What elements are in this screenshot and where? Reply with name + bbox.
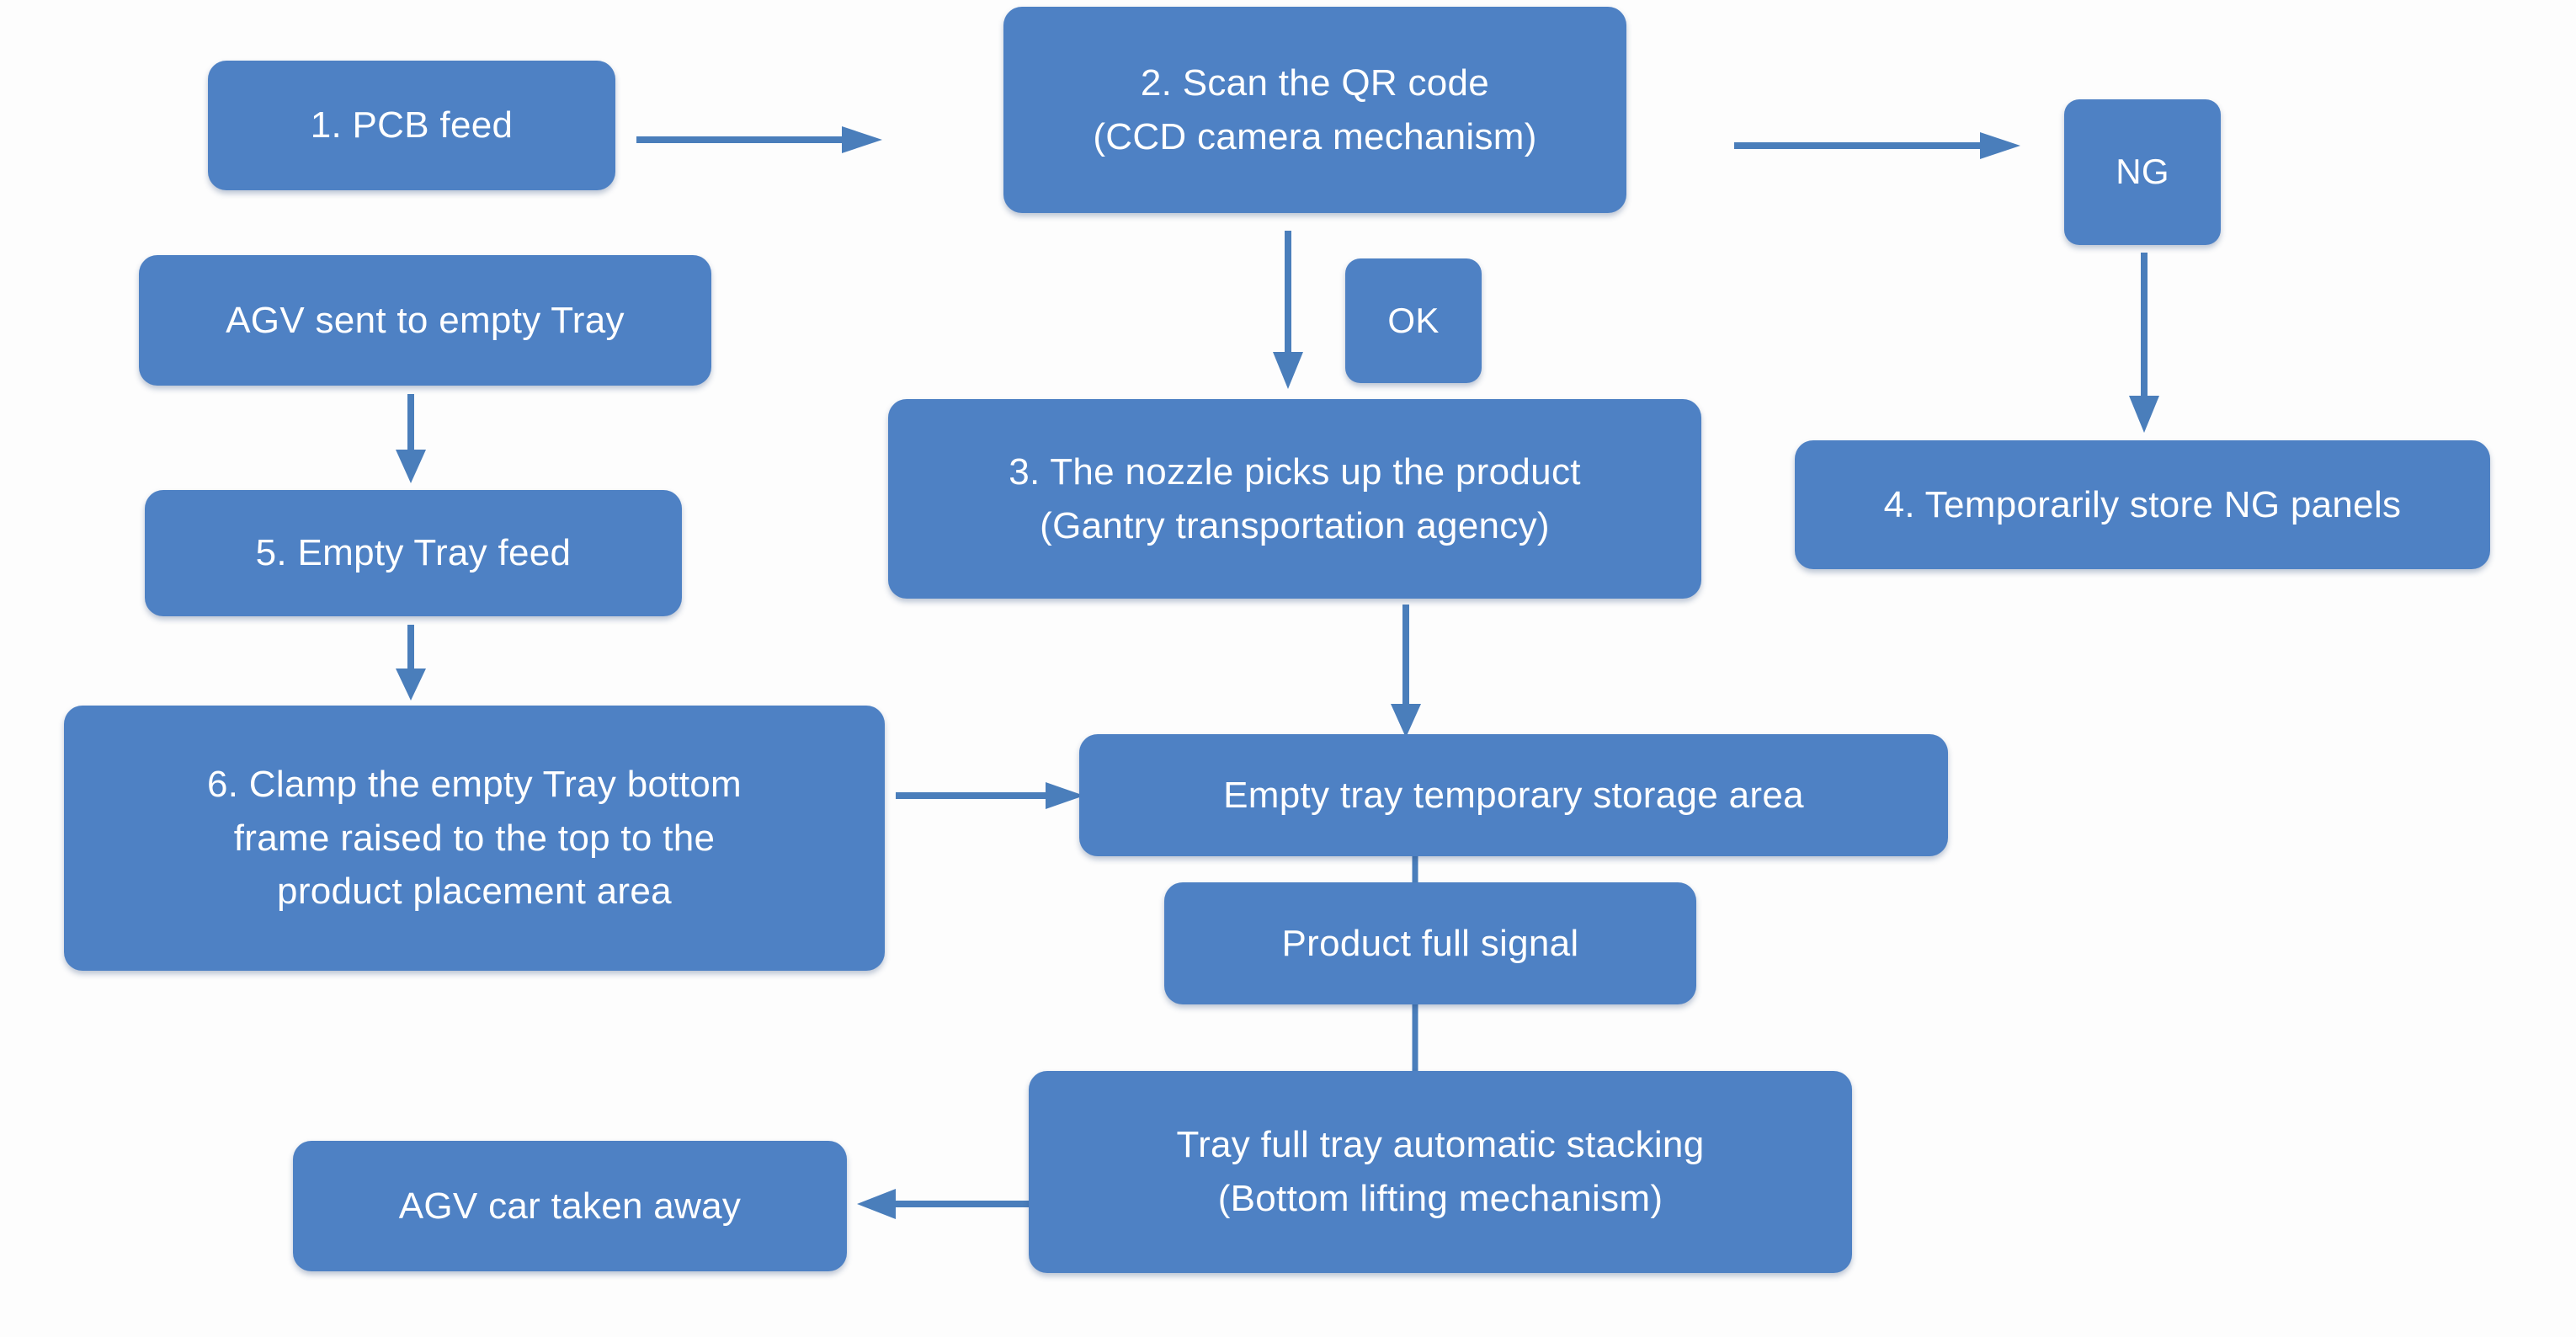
node-tray-full-automatic-stacking[interactable]: Tray full tray automatic stacking (Botto…: [1029, 1071, 1852, 1273]
node-agv-car-taken-away[interactable]: AGV car taken away: [293, 1141, 847, 1271]
node-temporarily-store-ng-panels[interactable]: 4. Temporarily store NG panels: [1795, 440, 2490, 569]
node-clamp-empty-tray[interactable]: 6. Clamp the empty Tray bottom frame rai…: [64, 706, 885, 971]
node-empty-tray-feed[interactable]: 5. Empty Tray feed: [145, 490, 682, 616]
node-clamp-empty-tray-line1: 6. Clamp the empty Tray bottom: [206, 763, 742, 805]
node-product-full-signal[interactable]: Product full signal: [1164, 882, 1696, 1004]
arrow-scanqr-to-ng: [1731, 129, 2024, 162]
node-ng-label[interactable]: NG: [2064, 99, 2221, 245]
arrow-ng-to-storeng: [2126, 251, 2163, 436]
node-clamp-empty-tray-line2: frame raised to the top to the: [233, 817, 716, 859]
node-scan-qr-code-line1: 2. Scan the QR code: [1140, 61, 1490, 104]
node-pcb-feed-line1: 1. PCB feed: [310, 104, 514, 146]
node-clamp-empty-tray-line3: product placement area: [277, 871, 672, 913]
node-agv-sent-to-empty-tray[interactable]: AGV sent to empty Tray: [139, 255, 711, 386]
node-scan-qr-code[interactable]: 2. Scan the QR code (CCD camera mechanis…: [1003, 7, 1626, 213]
node-tray-full-automatic-stacking-line1: Tray full tray automatic stacking: [1176, 1124, 1705, 1166]
node-ok-label[interactable]: OK: [1345, 258, 1482, 383]
arrow-agvsent-to-emptytrayfeed: [392, 392, 429, 487]
node-empty-tray-feed-line1: 5. Empty Tray feed: [255, 532, 572, 574]
node-nozzle-picks-up-product-line1: 3. The nozzle picks up the product: [1009, 450, 1581, 493]
arrow-nozzle-to-tempstorage: [1387, 603, 1424, 741]
node-ok-label-line1: OK: [1387, 300, 1440, 340]
node-nozzle-picks-up-product-line2: (Gantry transportation agency): [1040, 504, 1550, 546]
node-agv-sent-to-empty-tray-line1: AGV sent to empty Tray: [226, 299, 625, 341]
node-agv-car-taken-away-line1: AGV car taken away: [398, 1185, 742, 1227]
node-tray-full-automatic-stacking-line2: (Bottom lifting mechanism): [1217, 1178, 1663, 1219]
arrow-emptytrayfeed-to-clamptray: [392, 623, 429, 704]
arrow-pcbfeed-to-scanqr: [633, 123, 886, 157]
node-scan-qr-code-line2: (CCD camera mechanism): [1093, 115, 1537, 157]
node-product-full-signal-line1: Product full signal: [1281, 922, 1579, 964]
node-empty-tray-temporary-storage-area-line1: Empty tray temporary storage area: [1223, 774, 1804, 816]
arrow-scanqr-to-nozzle: [1269, 229, 1307, 391]
node-temporarily-store-ng-panels-line1: 4. Temporarily store NG panels: [1883, 483, 2402, 525]
node-empty-tray-temporary-storage-area[interactable]: Empty tray temporary storage area: [1079, 734, 1948, 856]
node-ng-label-line1: NG: [2116, 152, 2169, 192]
arrow-traystacking-to-agvtaken: [854, 1185, 1035, 1222]
node-nozzle-picks-up-product[interactable]: 3. The nozzle picks up the product (Gant…: [888, 399, 1701, 599]
node-pcb-feed[interactable]: 1. PCB feed: [208, 61, 615, 190]
arrow-clamptray-to-tempstorage: [892, 779, 1088, 812]
